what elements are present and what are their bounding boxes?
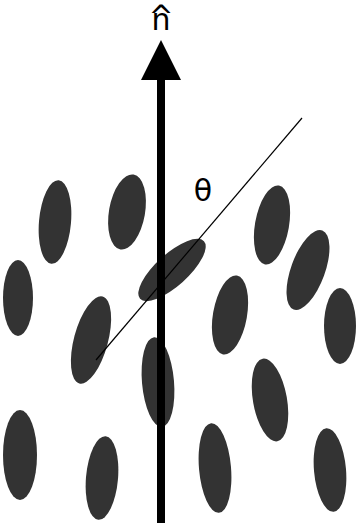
angle-symbol: θ <box>194 176 212 206</box>
molecule <box>82 435 121 521</box>
molecule <box>3 410 37 500</box>
molecule <box>206 273 253 358</box>
director-shaft <box>157 74 165 523</box>
molecule <box>324 288 356 364</box>
molecule-axis-line <box>96 118 302 360</box>
molecule <box>248 183 295 268</box>
molecules <box>3 171 356 521</box>
molecule <box>3 260 33 336</box>
director-symbol: n <box>151 5 170 35</box>
director-arrowhead <box>141 40 181 80</box>
molecule <box>246 356 294 445</box>
molecule <box>35 179 74 265</box>
molecule <box>103 171 152 252</box>
molecule <box>63 292 119 388</box>
molecule <box>195 422 235 514</box>
molecule <box>310 427 349 513</box>
